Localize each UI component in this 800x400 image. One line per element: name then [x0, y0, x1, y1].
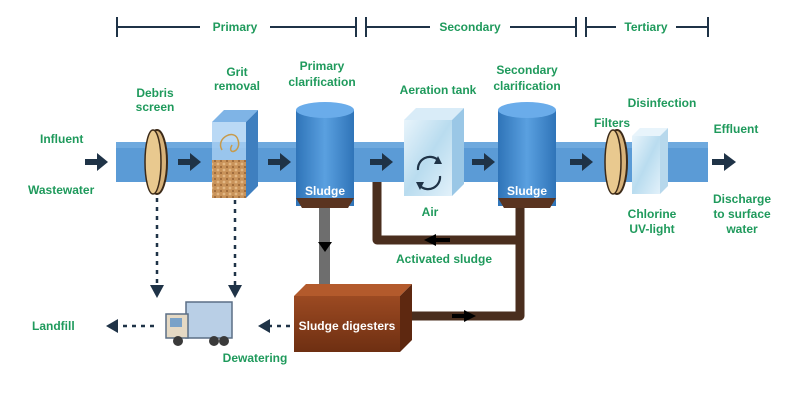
secondary-clarification-label-line1: Secondary: [496, 63, 558, 77]
flow-arrows: [85, 153, 736, 171]
disposal-lines: [120, 198, 290, 328]
debris-screen-label-line1: Debris: [136, 86, 174, 100]
effluent-arrow-icon: [712, 153, 736, 171]
wastewater-label: Wastewater: [28, 183, 95, 197]
grit-removal-icon: [212, 110, 258, 198]
filters-icon: [604, 129, 628, 195]
secondary-clarifier-icon: [498, 102, 556, 208]
dewatering-label: Dewatering: [223, 351, 288, 365]
activated-sludge-arrow-icon: [424, 234, 436, 246]
dewatering-arrow-icon: [228, 285, 242, 298]
stage-label-tertiary: Tertiary: [624, 20, 667, 34]
debris-screen-label-line2: screen: [136, 100, 175, 114]
disposal-arrows: [106, 285, 270, 333]
stage-label-secondary: Secondary: [439, 20, 501, 34]
influent-arrow-icon: [85, 153, 108, 171]
flow-arrow-icon: [472, 153, 495, 171]
sludge-digesters-box: [294, 284, 412, 352]
discharge-label-line2: to surface: [713, 207, 771, 221]
secondary-sludge-label: Sludge: [507, 184, 547, 198]
grit-removal-label-line1: Grit: [226, 65, 247, 79]
primary-clarifier-icon: [296, 102, 354, 208]
aeration-tank-label: Aeration tank: [400, 83, 477, 97]
filters-label: Filters: [594, 116, 630, 130]
effluent-label: Effluent: [714, 122, 759, 136]
primary-clarification-label-line2: clarification: [288, 75, 355, 89]
aeration-tank-icon: [404, 108, 464, 196]
sludge-digesters-label: Sludge digesters: [299, 319, 396, 333]
recirculation-icon: [416, 155, 442, 191]
stage-label-primary: Primary: [213, 20, 258, 34]
discharge-label-line3: water: [725, 222, 758, 236]
disinfection-label: Disinfection: [628, 96, 697, 110]
dewatering-arrow-icon: [150, 285, 164, 298]
debris-screen-icon: [144, 129, 168, 195]
activated-sludge-label: Activated sludge: [396, 252, 492, 266]
secondary-clarification-label-line2: clarification: [493, 79, 560, 93]
primary-sludge-label: Sludge: [305, 184, 345, 198]
truck-icon: [165, 301, 233, 346]
dewatering-arrow-icon: [258, 319, 270, 333]
uv-light-label: UV-light: [629, 222, 674, 236]
digester-inflow-arrow-icon: [464, 310, 476, 322]
chlorine-label: Chlorine: [628, 207, 677, 221]
flow-arrow-icon: [268, 153, 291, 171]
sludge-arrows: [318, 234, 476, 322]
flow-arrow-icon: [570, 153, 593, 171]
disinfection-icon: [632, 128, 668, 194]
sludge-down-arrow-icon: [318, 242, 332, 252]
discharge-label-line1: Discharge: [713, 192, 771, 206]
flow-arrow-icon: [178, 153, 201, 171]
air-label: Air: [422, 205, 439, 219]
landfill-label: Landfill: [32, 319, 75, 333]
landfill-arrow-icon: [106, 319, 118, 333]
grit-removal-label-line2: removal: [214, 79, 260, 93]
flow-arrow-icon: [370, 153, 393, 171]
primary-clarification-label-line1: Primary: [300, 59, 345, 73]
influent-label: Influent: [40, 132, 83, 146]
